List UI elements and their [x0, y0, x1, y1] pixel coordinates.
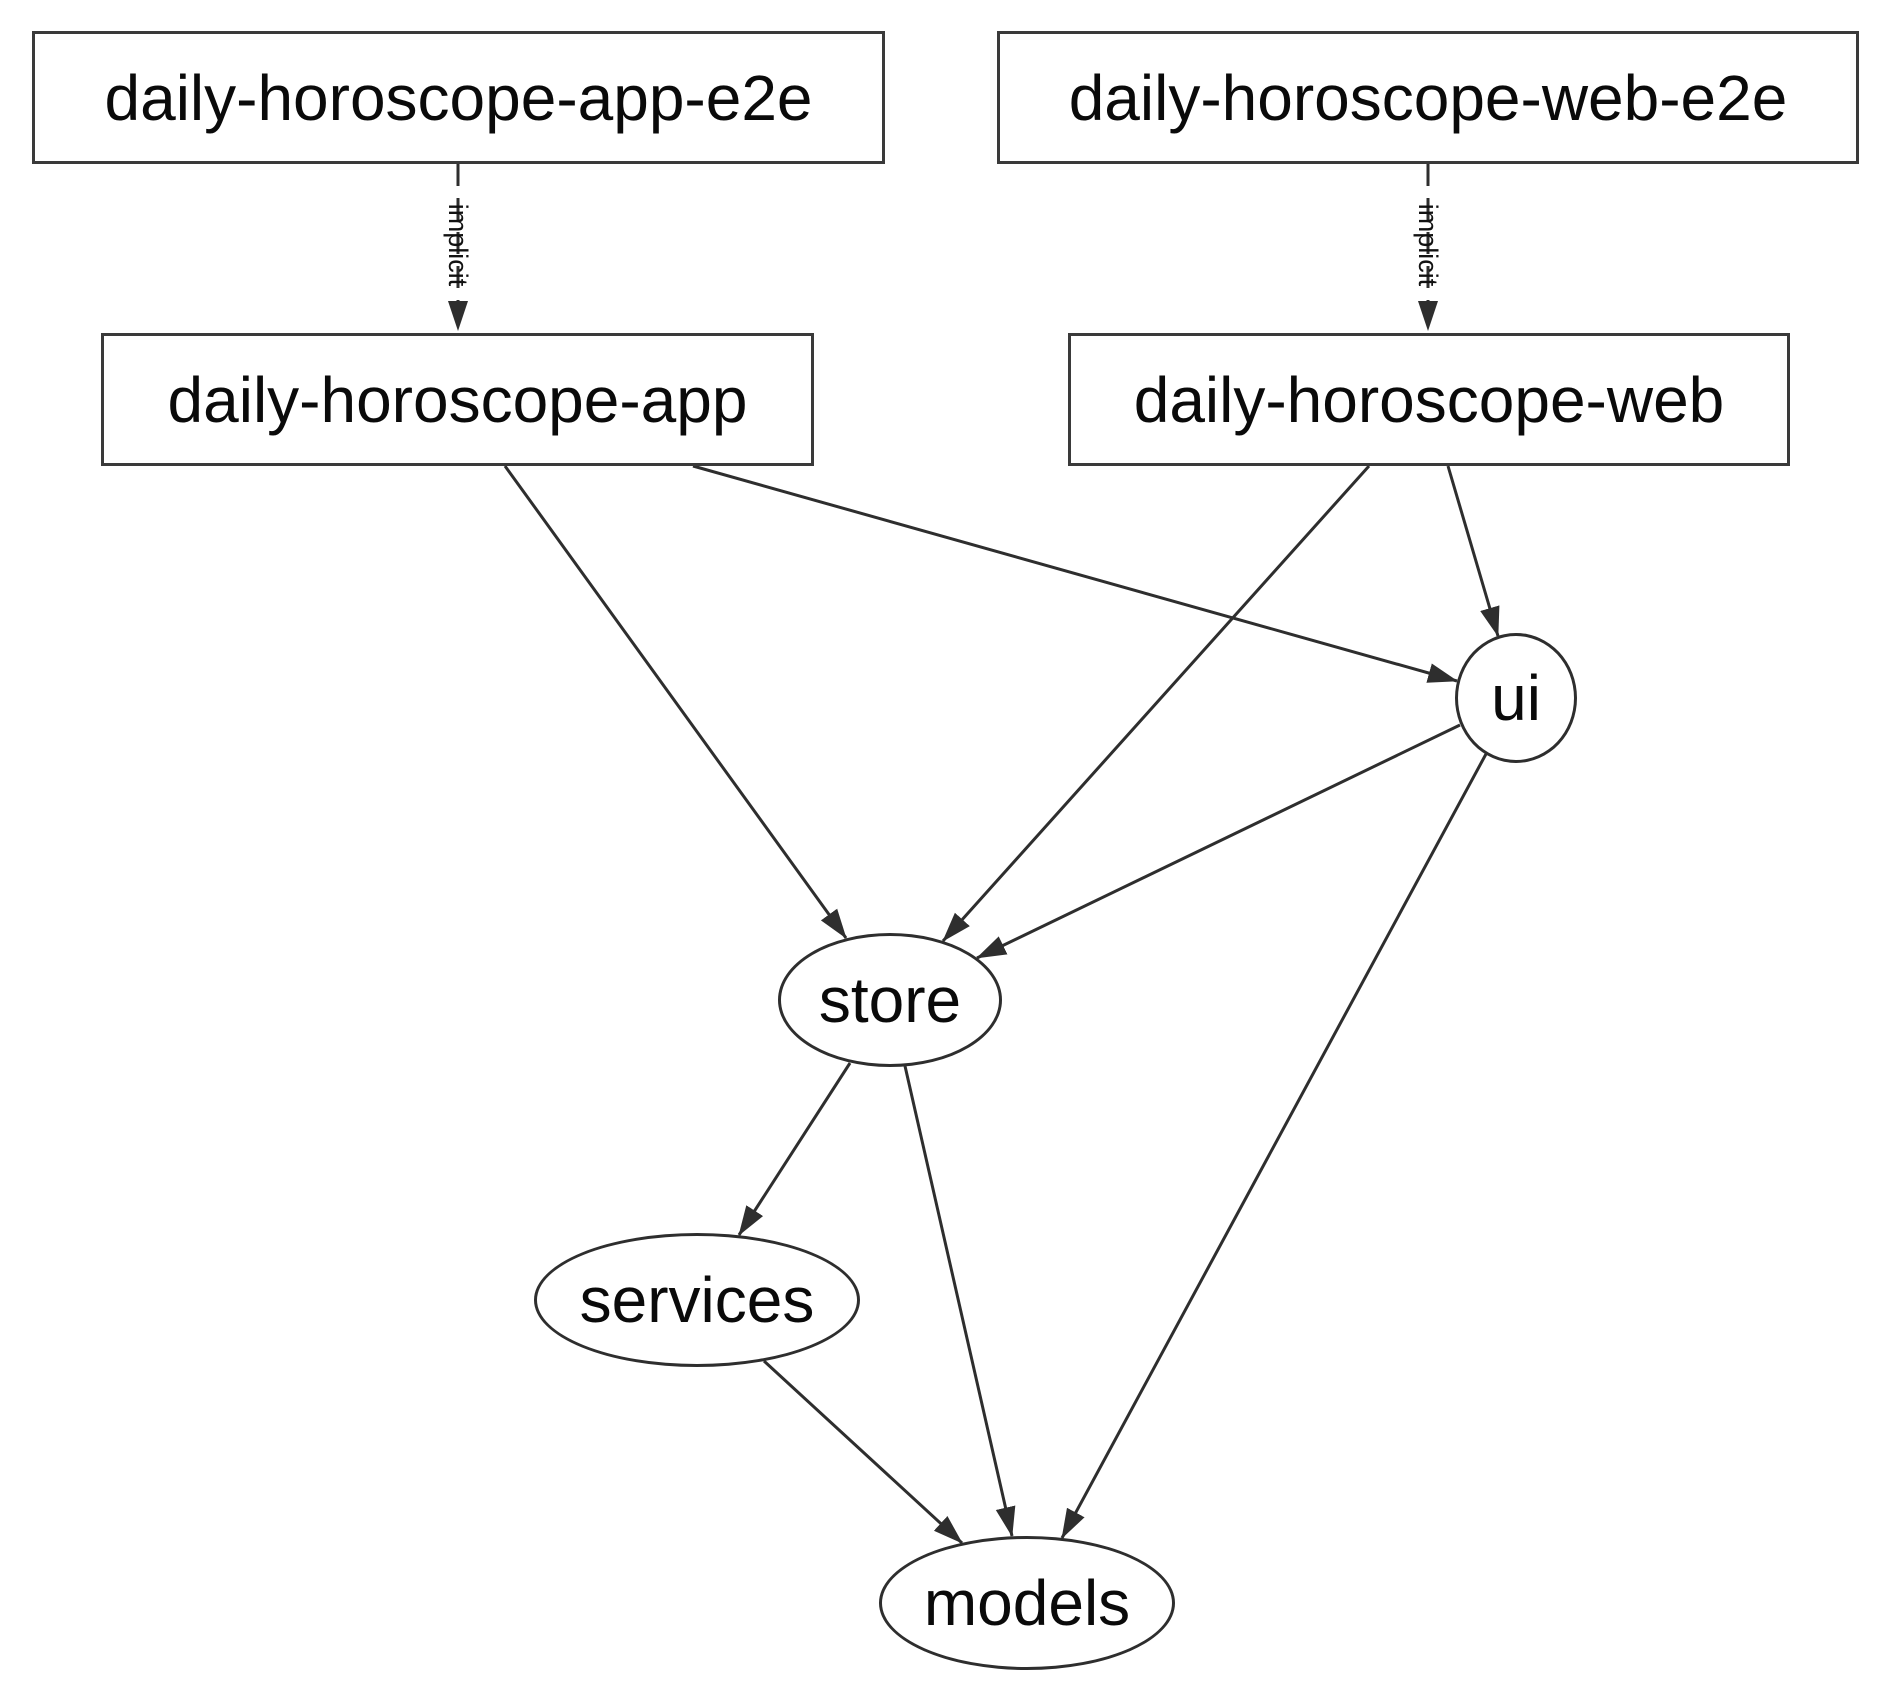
- node-store: store: [778, 933, 1002, 1067]
- node-daily-horoscope-web: daily-horoscope-web: [1068, 333, 1790, 466]
- node-daily-horoscope-app-e2e: daily-horoscope-app-e2e: [32, 31, 885, 164]
- edge-store-to-models: [903, 1065, 1016, 1537]
- edge-app-to-ui: [692, 464, 1458, 683]
- edge-web-to-ui: [1446, 465, 1500, 637]
- node-daily-horoscope-app: daily-horoscope-app: [101, 333, 814, 466]
- edge-services-to-models: [762, 1359, 964, 1545]
- edge-web-to-store: [941, 464, 1371, 943]
- node-models: models: [879, 1536, 1175, 1670]
- edge-label-implicit-app: implicit: [443, 204, 473, 287]
- edge-store-to-services: [737, 1062, 852, 1236]
- node-services: services: [534, 1233, 860, 1367]
- edge-app-to-store: [503, 465, 848, 939]
- node-ui: ui: [1455, 633, 1577, 763]
- edge-label-implicit-web: implicit: [1413, 204, 1443, 287]
- edge-ui-to-store: [976, 723, 1461, 960]
- edge-ui-to-models: [1060, 753, 1488, 1539]
- node-daily-horoscope-web-e2e: daily-horoscope-web-e2e: [997, 31, 1859, 164]
